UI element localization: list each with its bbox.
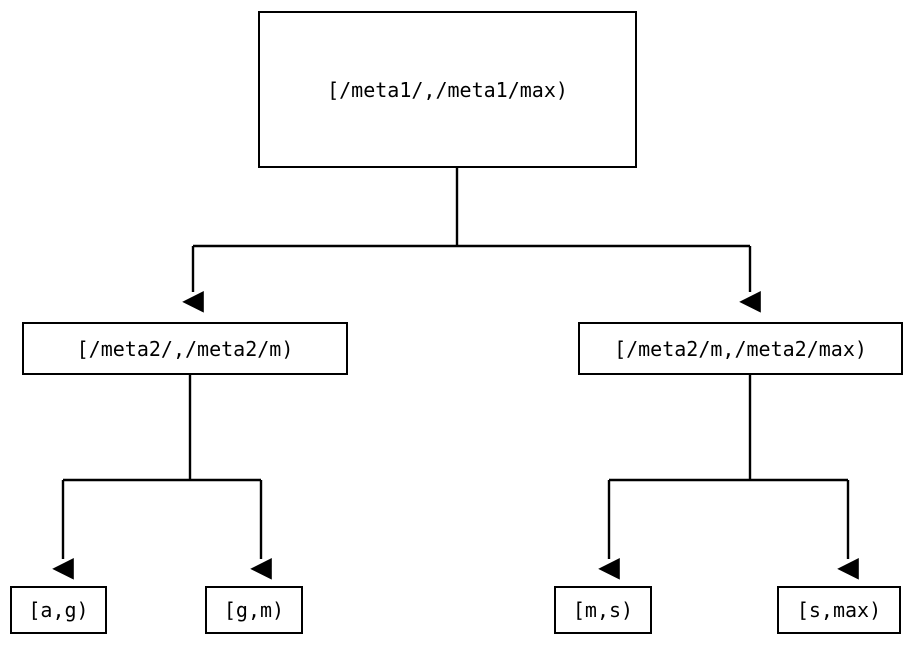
node-meta2-high-label: [/meta2/m,/meta2/max)	[614, 336, 867, 361]
node-leaf-smax-label: [s,max)	[796, 598, 882, 622]
node-leaf-gm[interactable]: [g,m)	[205, 586, 303, 634]
node-meta2-high[interactable]: [/meta2/m,/meta2/max)	[578, 322, 903, 375]
edge-meta2high-to-leaves	[598, 375, 859, 580]
edge-meta2low-to-leaves	[52, 375, 272, 580]
node-root-label: [/meta1/,/meta1/max)	[327, 77, 568, 102]
node-leaf-ms[interactable]: [m,s)	[554, 586, 652, 634]
node-meta2-low[interactable]: [/meta2/,/meta2/m)	[22, 322, 348, 375]
node-leaf-ag[interactable]: [a,g)	[10, 586, 107, 634]
node-leaf-ms-label: [m,s)	[572, 598, 634, 622]
node-leaf-gm-label: [g,m)	[223, 598, 285, 622]
node-leaf-smax[interactable]: [s,max)	[777, 586, 901, 634]
edge-root-to-level2	[182, 168, 761, 313]
node-leaf-ag-label: [a,g)	[28, 598, 89, 622]
node-root[interactable]: [/meta1/,/meta1/max)	[258, 11, 637, 168]
node-meta2-low-label: [/meta2/,/meta2/m)	[76, 336, 294, 361]
